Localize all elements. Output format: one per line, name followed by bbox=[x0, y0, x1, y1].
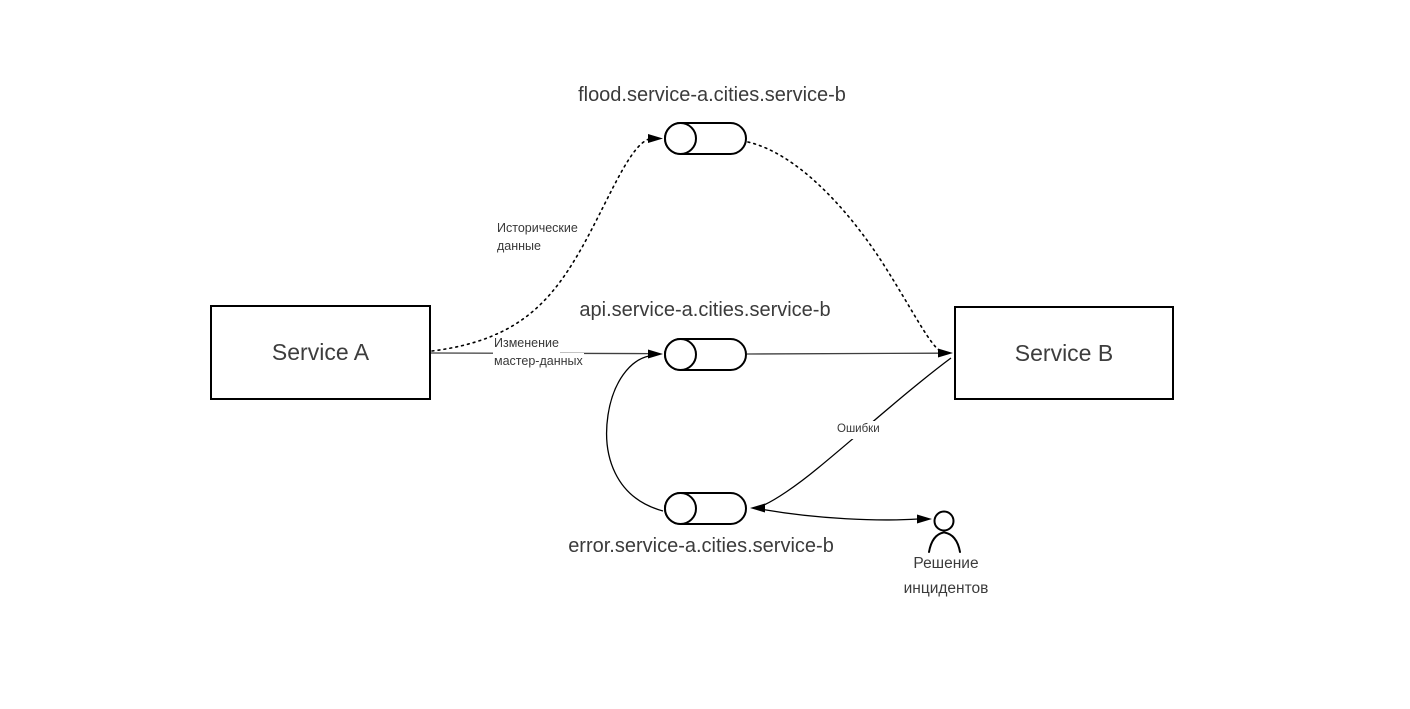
service-b-node: Service B bbox=[954, 306, 1174, 400]
flood-queue-cylinder-icon bbox=[664, 122, 747, 155]
edge-error-queue-to-api-queue-loop bbox=[606, 355, 664, 512]
historical-data-edge-label: Исторические данные bbox=[496, 220, 579, 255]
errors-label-text: Ошибки bbox=[836, 421, 881, 439]
master-data-label-line1: Изменение bbox=[493, 335, 560, 353]
api-queue-cylinder-icon bbox=[664, 338, 747, 371]
arrowhead-into-actor-icon bbox=[917, 514, 932, 524]
error-queue-title: error.service-a.cities.service-b bbox=[568, 535, 834, 557]
actor-label-line2: инцидентов bbox=[903, 579, 989, 597]
edge-api-queue-to-service-b bbox=[746, 352, 940, 355]
arrowhead-into-api-queue-icon bbox=[648, 349, 663, 359]
arrowhead-into-flood-queue-icon bbox=[648, 134, 663, 143]
arrowhead-into-service-b-icon bbox=[938, 348, 953, 358]
actor-label: Решение инцидентов bbox=[876, 552, 1016, 601]
master-data-label-line2: мастер-данных bbox=[493, 352, 584, 370]
edge-flood-queue-to-service-b-dotted bbox=[747, 141, 941, 352]
edge-service-b-to-error-queue bbox=[763, 357, 952, 506]
error-queue-cylinder-icon bbox=[664, 492, 747, 525]
edge-error-queue-to-actor bbox=[762, 508, 919, 521]
master-data-edge-label: Изменение мастер-данных bbox=[493, 335, 584, 370]
service-a-node: Service A bbox=[210, 305, 431, 400]
actor-label-line1: Решение bbox=[913, 555, 979, 572]
flood-queue-title: flood.service-a.cities.service-b bbox=[578, 84, 846, 106]
service-a-label: Service A bbox=[271, 339, 370, 365]
service-b-label: Service B bbox=[1014, 339, 1114, 366]
historical-data-label-line2: данные bbox=[496, 237, 542, 255]
errors-edge-label: Ошибки bbox=[836, 421, 881, 439]
actor-person-icon bbox=[928, 510, 961, 553]
historical-data-label-line1: Исторические bbox=[496, 220, 579, 238]
arrowhead-into-error-queue-icon bbox=[750, 503, 765, 513]
api-queue-title: api.service-a.cities.service-b bbox=[579, 299, 831, 321]
